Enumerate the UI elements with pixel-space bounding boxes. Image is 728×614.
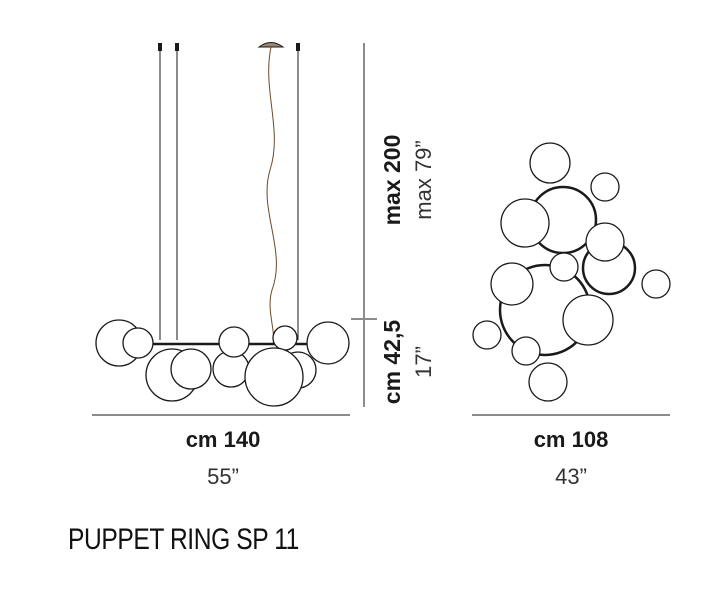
front-globe bbox=[218, 326, 250, 358]
top-globe bbox=[585, 222, 625, 262]
side-width-metric: cm 108 bbox=[534, 427, 609, 452]
front-width-imperial: 55” bbox=[207, 464, 239, 489]
top-globe bbox=[500, 198, 550, 248]
top-globe bbox=[511, 336, 541, 366]
top-globe bbox=[490, 262, 534, 306]
top-view bbox=[472, 142, 671, 416]
top-globe bbox=[641, 269, 671, 299]
front-ceiling-anchor-left bbox=[158, 43, 162, 51]
height-dimension bbox=[351, 43, 377, 407]
top-globe bbox=[562, 294, 614, 346]
front-globe bbox=[122, 327, 154, 359]
product-name: PUPPET RING SP 11 bbox=[68, 523, 299, 556]
max-drop-imperial: max 79” bbox=[411, 140, 436, 219]
front-globe bbox=[306, 321, 350, 365]
top-globe bbox=[549, 252, 579, 282]
front-view bbox=[92, 42, 350, 416]
front-ceiling-anchor-mid bbox=[175, 43, 179, 51]
front-globe bbox=[170, 348, 212, 390]
front-globe bbox=[272, 325, 298, 351]
body-height-metric: cm 42,5 bbox=[379, 320, 405, 405]
front-power-cable bbox=[266, 46, 277, 346]
front-ceiling-anchor-right bbox=[296, 43, 300, 51]
body-height-imperial: 17” bbox=[411, 346, 436, 378]
top-globe bbox=[528, 362, 568, 402]
max-drop-metric: max 200 bbox=[379, 135, 405, 226]
front-width-metric: cm 140 bbox=[186, 427, 261, 452]
top-globe bbox=[529, 142, 571, 184]
side-width-imperial: 43” bbox=[555, 464, 587, 489]
top-globe bbox=[472, 320, 502, 350]
front-globe bbox=[244, 347, 304, 407]
top-globe bbox=[590, 172, 620, 202]
front-ceiling-canopy bbox=[257, 42, 285, 48]
